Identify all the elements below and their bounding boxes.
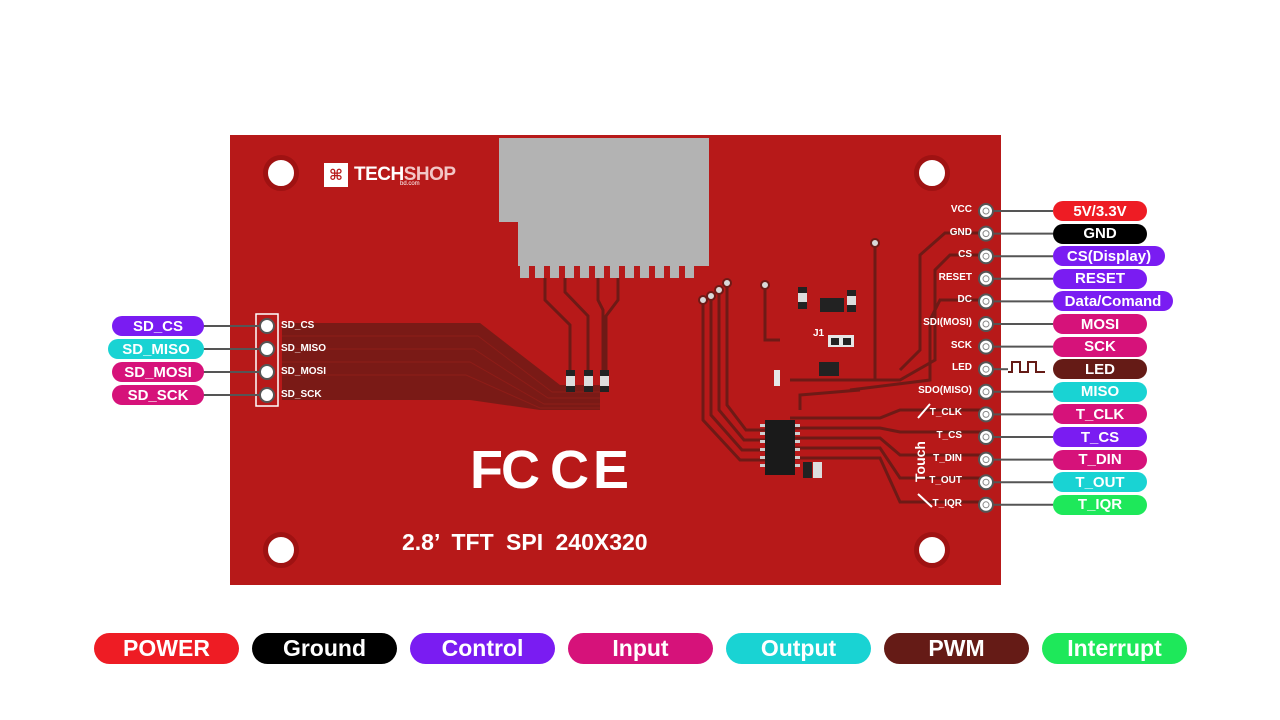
legend-pwm: PWM	[884, 633, 1029, 664]
pin-label-t-cs: T_CS	[936, 430, 962, 441]
pin-label-sd-miso: SD_MISO	[281, 343, 327, 354]
pin-label-dc: DC	[957, 294, 972, 306]
left-ic-traces	[701, 245, 877, 462]
pin-pad	[259, 364, 275, 380]
j1-label: J1	[813, 328, 825, 339]
pin-tag-sd-sck: SD_SCK	[112, 385, 204, 405]
connector-traces	[543, 278, 620, 375]
smd-components	[774, 287, 856, 478]
pin-tag-sd-cs: SD_CS	[112, 316, 204, 336]
pin-label-sdi-mosi-: SDI(MOSI)	[923, 317, 972, 328]
sd-trace-band	[282, 323, 600, 410]
pin-label-gnd: GND	[949, 226, 972, 238]
pwm-wave-icon	[1008, 361, 1045, 373]
pin-label-t-out: T_OUT	[929, 475, 962, 487]
pin-pad	[259, 341, 275, 357]
pin-label-vcc: VCC	[950, 204, 972, 215]
legend-ground: Ground	[252, 633, 397, 664]
pin-tag-led: LED	[1053, 359, 1147, 380]
header-traces	[790, 231, 985, 504]
pin-tag-sd-mosi: SD_MOSI	[112, 362, 204, 382]
pin-pad	[259, 318, 275, 334]
mounting-hole	[263, 532, 299, 568]
pin-tag-data-comand: Data/Comand	[1053, 291, 1173, 312]
pin-label-t-din: T_DIN	[933, 452, 962, 464]
pin-label-sd-cs: SD_CS	[281, 320, 315, 331]
pin-hole	[982, 365, 990, 373]
pin-hole	[982, 388, 990, 396]
pin-hole	[982, 478, 990, 486]
pin-tag-gnd: GND	[1053, 223, 1147, 244]
pin-hole	[982, 230, 990, 238]
pin-label-reset: RESET	[938, 271, 972, 283]
logo-subtext: bd.com	[400, 181, 420, 187]
pin-label-cs: CS	[958, 249, 972, 261]
pin-tag-t-clk: T_CLK	[1053, 404, 1147, 425]
pin-hole	[982, 456, 990, 464]
pin-tag-sd-miso: SD_MISO	[108, 339, 204, 359]
pin-tag-sck: SCK	[1053, 336, 1147, 357]
legend-input: Input	[568, 633, 713, 664]
pin-hole	[982, 297, 990, 305]
pin-hole	[982, 207, 990, 215]
pin-tag-t-din: T_DIN	[1053, 449, 1147, 470]
legend-control: Control	[410, 633, 555, 664]
pin-tag-t-out: T_OUT	[1053, 472, 1147, 493]
pin-label-sd-mosi: SD_MOSI	[281, 366, 327, 377]
pin-tag-cs-display-: CS(Display)	[1053, 246, 1165, 267]
pin-tag-t-cs: T_CS	[1053, 427, 1147, 447]
pin-hole	[982, 410, 990, 418]
pin-label-sck: SCK	[950, 339, 972, 351]
pin-connectors	[200, 203, 1053, 513]
logo-text: TECHSHOP	[354, 164, 456, 185]
mounting-hole	[914, 532, 950, 568]
techshop-logo: ⌘ TECHSHOP	[324, 163, 456, 187]
fc-mark: FC	[470, 440, 540, 500]
touch-bracket-lines	[917, 403, 933, 508]
pin-label-sd-sck: SD_SCK	[281, 389, 322, 400]
sd-trace-lines	[282, 335, 600, 409]
pin-hole	[982, 433, 990, 441]
pin-tag-miso: MISO	[1053, 381, 1147, 402]
pin-label-led: LED	[952, 362, 972, 374]
pin-label-t-clk: T_CLK	[929, 407, 962, 419]
pin-hole	[982, 501, 990, 509]
board-title: 2.8’ TFT SPI 240X320	[402, 529, 648, 555]
connector-teeth	[520, 264, 694, 278]
left-header-outline	[255, 313, 279, 407]
legend-interrupt: Interrupt	[1042, 633, 1187, 664]
pin-tag-t-iqr: T_IQR	[1053, 494, 1147, 515]
ce-mark: CE	[550, 440, 634, 500]
mounting-hole	[914, 155, 950, 191]
smd-resistors	[566, 370, 609, 392]
pin-tag-5v-3-3v: 5V/3.3V	[1053, 201, 1147, 221]
display-connector	[499, 138, 709, 266]
chip-logo-icon: ⌘	[324, 163, 348, 187]
pin-hole	[982, 343, 990, 351]
vias	[698, 238, 880, 305]
pin-hole	[982, 320, 990, 328]
legend-output: Output	[726, 633, 871, 664]
pin-tag-reset: RESET	[1053, 268, 1147, 289]
pin-label-t-iqr: T_IQR	[932, 497, 962, 509]
touch-controller-ic	[760, 420, 800, 475]
mounting-hole	[263, 155, 299, 191]
pin-label-sdo-miso-: SDO(MISO)	[918, 384, 972, 396]
pin-hole	[982, 275, 990, 283]
pin-tag-mosi: MOSI	[1053, 314, 1147, 334]
pin-hole	[982, 252, 990, 260]
pin-pad	[259, 387, 275, 403]
legend-power: POWER	[94, 633, 239, 664]
